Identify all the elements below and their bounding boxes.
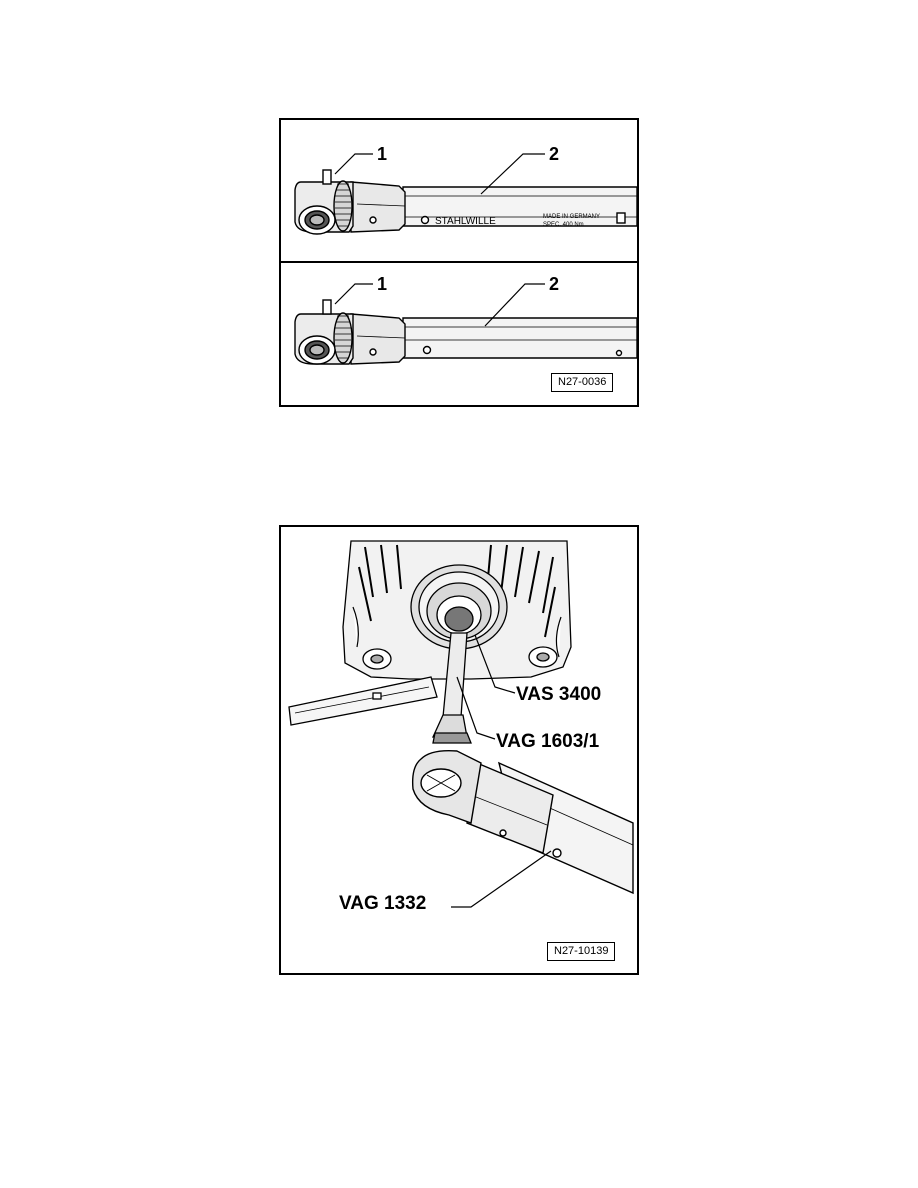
callout-2-upper: 2 [549, 144, 560, 164]
tool-label-vas-3400: VAS 3400 [516, 684, 602, 705]
tool-label-vag-1332: VAG 1332 [339, 893, 427, 914]
wrench-brand-engraving: STAHLWILLE [435, 216, 496, 227]
leader-line-vag-adapter [456, 676, 496, 740]
figure-torque-wrench-variants: STAHLWILLE MADE IN GERMANY SPEC. 400 Nm [279, 118, 639, 407]
leader-line-1-upper [334, 153, 373, 175]
adapter-shaft [431, 632, 472, 744]
leader-line-vas [474, 634, 516, 694]
callout-1-upper: 1 [377, 144, 388, 164]
wrench-upper [294, 169, 637, 235]
wrench-lower [294, 299, 637, 365]
wrench-marking-line1: MADE IN GERMANY [543, 214, 600, 220]
tool-label-vag-1603-1: VAG 1603/1 [496, 731, 600, 752]
support-bracket [288, 676, 438, 726]
leader-line-1-lower [334, 283, 373, 305]
alternator-housing [342, 540, 572, 680]
leader-line-2-upper [480, 153, 545, 195]
alternator-wrench-illustration [288, 540, 634, 908]
leader-line-vag-wrench [451, 850, 552, 908]
torque-wrench [411, 749, 634, 895]
figure-id-label: N27-10139 [547, 942, 616, 962]
figure-id-label: N27-0036 [551, 373, 614, 393]
callout-2-lower: 2 [549, 274, 560, 294]
figure-alternator-pulley-tightening: VAS 3400 VAG 1603/1 VAG 1332 N27-10139 [279, 525, 639, 975]
wrench-marking-line2: SPEC. 400 Nm [543, 222, 584, 228]
callout-1-lower: 1 [377, 274, 388, 294]
panel-divider [281, 261, 637, 263]
torque-wrench-illustration: STAHLWILLE MADE IN GERMANY SPEC. 400 Nm [294, 153, 637, 365]
leader-line-2-lower [484, 283, 545, 327]
